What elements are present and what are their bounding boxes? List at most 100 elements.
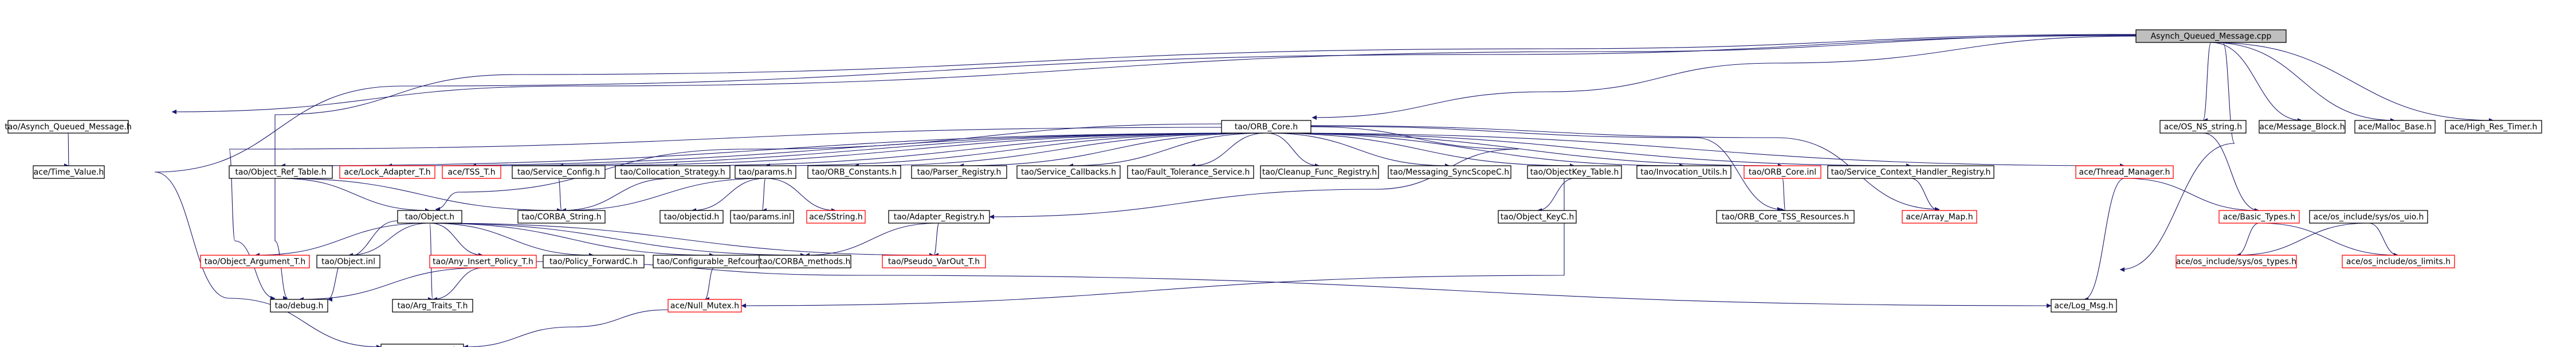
node-label: tao/CORBA_methods.h [760,258,851,267]
node-log_msg[interactable]: ace/Log_Msg.h [2051,299,2117,313]
node-label: tao/Object_Ref_Table.h [235,168,326,177]
node-parser_registry[interactable]: tao/Parser_Registry.h [911,165,1007,179]
node-box [397,210,462,224]
node-box [1716,210,1855,224]
node-any_insert_policy[interactable]: tao/Any_Insert_Policy_T.h [429,255,537,268]
node-box [806,210,866,224]
node-label: ace/Basic_Types.h [2223,213,2295,222]
node-collocation_strategy[interactable]: tao/Collocation_Strategy.h [615,165,731,179]
node-label: tao/Cleanup_Func_Registry.h [1262,168,1377,177]
node-box [759,255,851,268]
edge-object_h-to-corba_methods [429,223,806,258]
edge-orb_core-to-fault_tolerance [1190,132,1267,168]
node-basic_types[interactable]: ace/Basic_Types.h [2218,210,2300,224]
node-sstring[interactable]: ace/SString.h [806,210,866,224]
node-tss_t[interactable]: ace/TSS_T.h [442,165,501,179]
node-label: tao/Service_Context_Handler_Registry.h [1831,168,1991,177]
node-orb_core[interactable]: tao/ORB_Core.h [1221,120,1311,134]
node-arg_traits[interactable]: tao/Arg_Traits_T.h [392,299,473,313]
node-label: tao/Messaging_SyncScopeC.h [1390,168,1509,177]
edge-orb_core-to-service_callbacks [1068,132,1267,168]
node-adapter_registry[interactable]: tao/Adapter_Registry.h [888,210,990,224]
node-box [512,165,606,179]
node-messaging_syncscope[interactable]: tao/Messaging_SyncScopeC.h [1388,165,1511,179]
node-box [911,165,1007,179]
node-label: ace/OS_NS_string.h [2164,123,2242,132]
edge-configurable_refcount-to-null_mutex [704,267,714,302]
node-object_h[interactable]: tao/Object.h [397,210,462,224]
node-time_value[interactable]: ace/Time_Value.h [33,165,105,179]
node-service_callbacks[interactable]: tao/Service_Callbacks.h [1016,165,1121,179]
node-orb_constants[interactable]: tao/ORB_Constants.h [807,165,901,179]
node-cleanup_func[interactable]: tao/Cleanup_Func_Registry.h [1260,165,1379,179]
node-object_argument[interactable]: tao/Object_Argument_T.h [200,255,310,268]
node-label: ace/Time_Value.h [34,168,104,177]
node-object_ref_table[interactable]: tao/Object_Ref_Table.h [229,165,333,179]
edge-root-to-os_ns_string [2202,42,2212,123]
edge-root-to-os_memory [154,35,2137,347]
node-label: tao/ORB_Core_TSS_Resources.h [1722,213,1849,222]
node-label: Asynch_Queued_Message.cpp [2151,32,2272,41]
edge-orb_core-to-orb_core_tss [1310,126,1782,212]
node-box [2135,29,2287,43]
node-debug[interactable]: tao/debug.h [270,299,328,313]
node-pseudo_var_out[interactable]: tao/Pseudo_VarOut_T.h [882,255,986,268]
edge-os_sys_uio-to-os_sys_types [2236,223,2369,258]
edge-params-to-params_inl [761,178,767,213]
node-service_context_handler[interactable]: tao/Service_Context_Handler_Registry.h [1827,165,1994,179]
node-array_map[interactable]: ace/Array_Map.h [1902,210,1977,224]
node-root[interactable]: Asynch_Queued_Message.cpp [2135,29,2287,43]
node-label: ace/SString.h [809,213,863,222]
node-configurable_refcount[interactable]: tao/Configurable_Refcount.h [653,255,775,268]
edge-object_h-to-pseudo_var_out [429,223,934,258]
node-box [33,165,105,179]
node-label: tao/CORBA_String.h [521,213,601,222]
node-service_config[interactable]: tao/Service_Config.h [512,165,606,179]
node-label: ace/OS_Memory.h [387,346,458,347]
node-objectid[interactable]: tao/objectid.h [659,210,724,224]
node-box [2354,120,2436,134]
edge-root-to-log_msg [2119,42,2235,272]
edge-orb_core-to-object_h [435,123,1222,212]
node-null_mutex[interactable]: ace/Null_Mutex.h [667,299,742,313]
node-label: ace/Array_Map.h [1906,213,1973,222]
node-lock_adapter[interactable]: ace/Lock_Adapter_T.h [339,165,435,179]
node-os_sys_uio[interactable]: ace/os_include/sys/os_uio.h [2309,210,2428,224]
edge-orb_core-to-collocation_strategy [672,132,1267,168]
edge-params-to-objectid [691,178,766,213]
node-box [1527,165,1622,179]
node-params_inl[interactable]: tao/params.inl [730,210,794,224]
node-object_inl[interactable]: tao/Object.inl [316,255,380,268]
node-corba_string[interactable]: tao/CORBA_String.h [517,210,606,224]
edge-basic_types-to-os_limits [2259,223,2399,258]
node-malloc_base[interactable]: ace/Malloc_Base.h [2354,120,2436,134]
node-box [2259,120,2346,134]
node-corba_methods[interactable]: tao/CORBA_methods.h [759,255,851,268]
node-label: ace/Message_Block.h [2259,123,2345,132]
node-box [667,299,742,313]
node-objectkey_table[interactable]: tao/ObjectKey_Table.h [1527,165,1622,179]
edge-root-to-message_block [2210,42,2303,123]
node-policy_forwardc[interactable]: tao/Policy_ForwardC.h [543,255,645,268]
node-label: tao/Any_Insert_Policy_T.h [433,258,533,267]
node-label: ace/Log_Msg.h [2054,302,2113,311]
node-params[interactable]: tao/params.h [735,165,796,179]
node-fault_tolerance[interactable]: tao/Fault_Tolerance_Service.h [1127,165,1254,179]
node-orb_core_tss[interactable]: tao/ORB_Core_TSS_Resources.h [1716,210,1855,224]
node-box [1388,165,1511,179]
edge-orb_core-to-debug [229,127,1222,301]
node-os_sys_types[interactable]: ace/os_include/sys/os_types.h [2176,255,2297,268]
node-box [1902,210,1977,224]
node-message_block[interactable]: ace/Message_Block.h [2259,120,2346,134]
node-os_ns_string[interactable]: ace/OS_NS_string.h [2159,120,2247,134]
node-box [2218,210,2300,224]
node-box [807,165,901,179]
node-os_memory[interactable]: ace/OS_Memory.h [380,344,464,347]
node-aqm_h[interactable]: tao/Asynch_Queued_Message.h [5,120,132,134]
node-invocation_utils[interactable]: tao/Invocation_Utils.h [1636,165,1731,179]
node-high_res_timer[interactable]: ace/High_Res_Timer.h [2445,120,2542,134]
node-thread_manager[interactable]: ace/Thread_Manager.h [2075,165,2174,179]
node-os_limits[interactable]: ace/os_include/os_limits.h [2342,255,2455,268]
node-object_keyc[interactable]: tao/Object_KeyC.h [1498,210,1577,224]
node-orb_core_inl[interactable]: tao/ORB_Core.inl [1743,165,1821,179]
